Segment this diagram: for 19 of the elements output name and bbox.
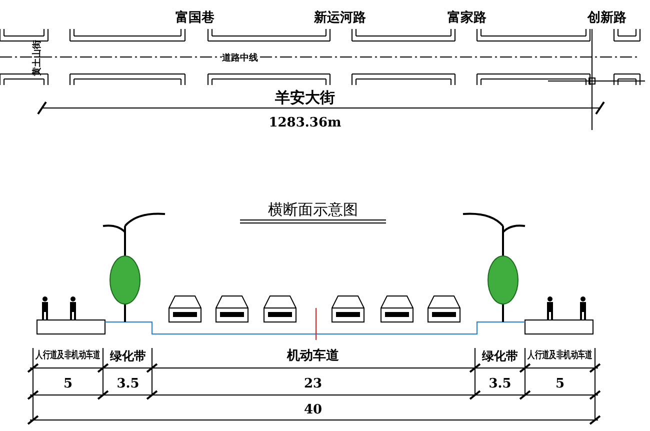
lane-label: 机动车道 [287, 350, 339, 362]
street-name: 富国巷 [176, 12, 214, 24]
section-title: 横断面示意图 [268, 202, 358, 218]
annotation: 道路中线 [222, 54, 258, 64]
street-name: 创新路 [588, 12, 626, 24]
lane-label: 人行道及非机动车道 [36, 351, 100, 361]
road-name: 羊安大街 [275, 90, 335, 106]
street-name: 富家路 [448, 12, 486, 24]
dimension-value: 23 [304, 378, 322, 390]
dimension-value: 3.5 [488, 378, 512, 390]
dimension-value: 40 [304, 404, 322, 416]
dimension-value: 3.5 [116, 378, 140, 390]
dimension-value: 5 [63, 378, 73, 390]
street-name: 新运河路 [314, 12, 366, 24]
dimension-value: 5 [555, 378, 565, 390]
lane-label: 人行道及非机动车道 [528, 351, 592, 361]
dimension-value: 1283.36m [268, 116, 342, 130]
lane-label: 绿化带 [110, 350, 146, 362]
lane-label: 绿化带 [482, 350, 518, 362]
